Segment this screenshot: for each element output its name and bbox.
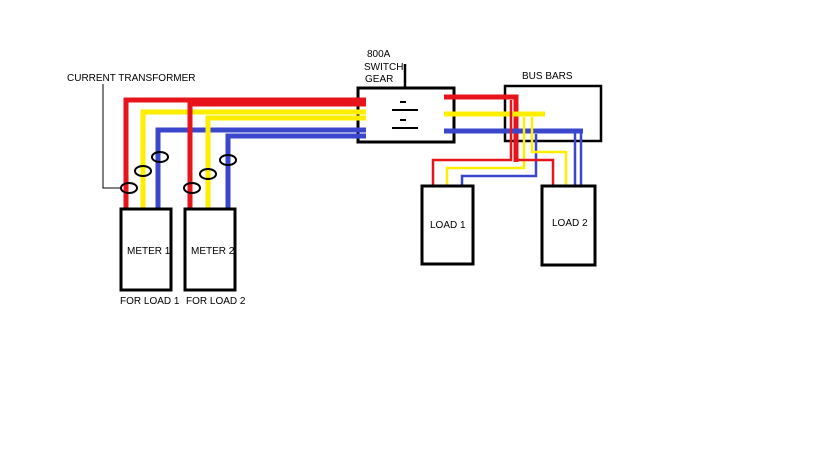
red-phase-wire-to-switchgear <box>123 97 362 208</box>
meter1-caption: FOR LOAD 1 <box>120 296 180 307</box>
switch-gear-label-line3: GEAR <box>365 74 393 85</box>
switch-gear-label-line2: SWITCH <box>364 62 403 73</box>
current-transformer-pointer <box>102 84 121 189</box>
red-wire-to-load2 <box>516 158 555 186</box>
current-transformer-yellow-meter2 <box>199 168 217 180</box>
switch-gear-symbol <box>392 101 418 129</box>
meter2-label: METER 2 <box>191 246 235 257</box>
yellow-phase-wire-meter1 <box>140 109 362 208</box>
current-transformer-blue-meter1 <box>151 151 169 163</box>
current-transformer-red-meter1 <box>120 182 138 194</box>
red-phase-wire-meter2 <box>187 101 362 208</box>
switchgear-yellow-terminals <box>356 109 456 121</box>
load1-box <box>420 184 475 266</box>
current-transformer-red-meter2 <box>183 182 201 194</box>
switch-gear-box <box>356 86 456 144</box>
red-wire-to-load1 <box>431 100 513 186</box>
load1-label: LOAD 1 <box>430 220 466 231</box>
yellow-wire-to-load2 <box>530 117 568 186</box>
load2-box <box>540 184 597 267</box>
blue-wire-to-load1 <box>460 134 538 186</box>
blue-phase-wire-meter2 <box>225 133 362 208</box>
current-transformer-label: CURRENT TRANSFORMER <box>67 73 196 84</box>
meter1-label: METER 1 <box>127 246 171 257</box>
yellow-wire-to-load1 <box>445 117 526 186</box>
load2-label: LOAD 2 <box>552 218 588 229</box>
switchgear-red-terminals <box>356 94 456 107</box>
switchgear-blue-terminals <box>356 127 456 139</box>
meter2-caption: FOR LOAD 2 <box>186 296 246 307</box>
current-transformer-yellow-meter1 <box>134 165 152 177</box>
blue-phase-wire-meter1 <box>155 127 362 208</box>
bus-bars-label: BUS BARS <box>522 71 573 82</box>
red-bus-bar <box>500 94 519 162</box>
current-transformer-blue-meter2 <box>219 154 237 166</box>
meter2-box <box>183 207 237 292</box>
meter1-box <box>119 207 173 292</box>
switch-gear-label-rating: 800A <box>367 49 391 60</box>
